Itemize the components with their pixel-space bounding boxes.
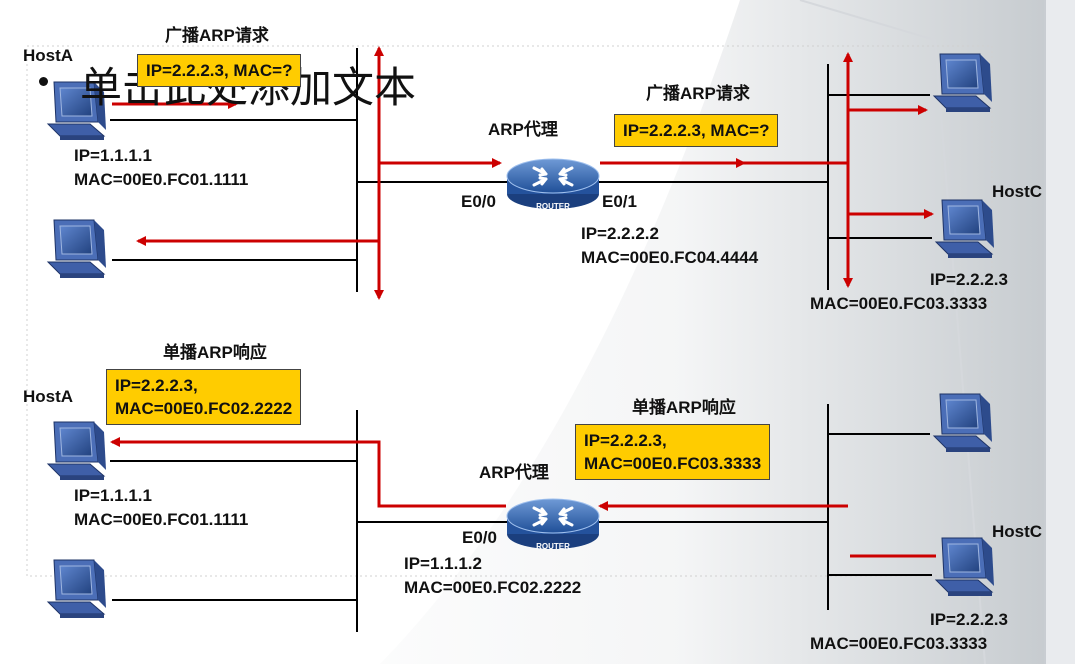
bottom-arrows xyxy=(110,437,936,558)
bottom-reply-label-left: 单播ARP响应 xyxy=(163,343,267,362)
top-hostc-mac: MAC=00E0.FC03.3333 xyxy=(810,294,988,313)
top-host-right-pc-icon xyxy=(933,53,993,113)
bottom-port-left: E0/0 xyxy=(462,528,497,547)
top-port-left: E0/0 xyxy=(461,192,496,211)
top-router-text: ROUTER xyxy=(536,202,570,211)
top-broadcast-label-left: 广播ARP请求 xyxy=(165,26,269,45)
top-broadcast-box-left: IP=2.2.2.3, MAC=? xyxy=(137,54,302,87)
top-arrows xyxy=(112,46,934,300)
top-hosta-mac: MAC=00E0.FC01.1111 xyxy=(74,170,249,189)
placeholder-bullet xyxy=(39,77,48,86)
bottom-reply-box-right: IP=2.2.2.3, MAC=00E0.FC03.3333 xyxy=(575,424,771,480)
top-broadcast-box-right: IP=2.2.2.3, MAC=? xyxy=(614,114,779,147)
bottom-reply-box-left: IP=2.2.2.3, MAC=00E0.FC02.2222 xyxy=(106,369,302,425)
top-hosta-name: HostA xyxy=(23,46,74,65)
top-broadcast-label-right: 广播ARP请求 xyxy=(646,84,750,103)
top-hostc-ip: IP=2.2.2.3 xyxy=(930,270,1008,289)
top-hosta-ip: IP=1.1.1.1 xyxy=(74,146,152,165)
bottom-hostc-name: HostC xyxy=(992,522,1043,541)
top-router-ip: IP=2.2.2.2 xyxy=(581,224,659,243)
top-hostc-name: HostC xyxy=(992,182,1043,201)
bottom-reply-box-right-line2: MAC=00E0.FC03.3333 xyxy=(584,454,762,473)
bottom-reply-box-left-line2: MAC=00E0.FC02.2222 xyxy=(115,399,293,418)
bottom-hostc-ip: IP=2.2.2.3 xyxy=(930,610,1008,629)
bottom-router-mac: MAC=00E0.FC02.2222 xyxy=(404,578,582,597)
bottom-hosta-name: HostA xyxy=(23,387,74,406)
bottom-hosta-ip: IP=1.1.1.1 xyxy=(74,486,152,505)
bottom-reply-box-left-line1: IP=2.2.2.3, xyxy=(115,376,198,395)
bottom-host-right-pc-icon xyxy=(933,393,993,453)
bottom-host-pc-icon xyxy=(47,559,107,619)
bottom-reply-label-right: 单播ARP响应 xyxy=(632,398,736,417)
bottom-hosta-pc-icon xyxy=(47,421,107,481)
bottom-proxy-label: ARP代理 xyxy=(479,463,549,482)
top-proxy-label: ARP代理 xyxy=(488,120,558,139)
top-wires xyxy=(110,48,932,292)
top-router-mac: MAC=00E0.FC04.4444 xyxy=(581,248,759,267)
bottom-hosta-mac: MAC=00E0.FC01.1111 xyxy=(74,510,249,529)
bottom-hostc-mac: MAC=00E0.FC03.3333 xyxy=(810,634,988,653)
bottom-reply-box-right-line1: IP=2.2.2.3, xyxy=(584,431,667,450)
top-hostc-pc-icon xyxy=(935,199,995,259)
bottom-router-text: ROUTER xyxy=(536,542,570,551)
bottom-hostc-pc-icon xyxy=(935,537,995,597)
top-host-pc-icon xyxy=(47,219,107,279)
top-port-right: E0/1 xyxy=(602,192,637,211)
bottom-router-ip: IP=1.1.1.2 xyxy=(404,554,482,573)
